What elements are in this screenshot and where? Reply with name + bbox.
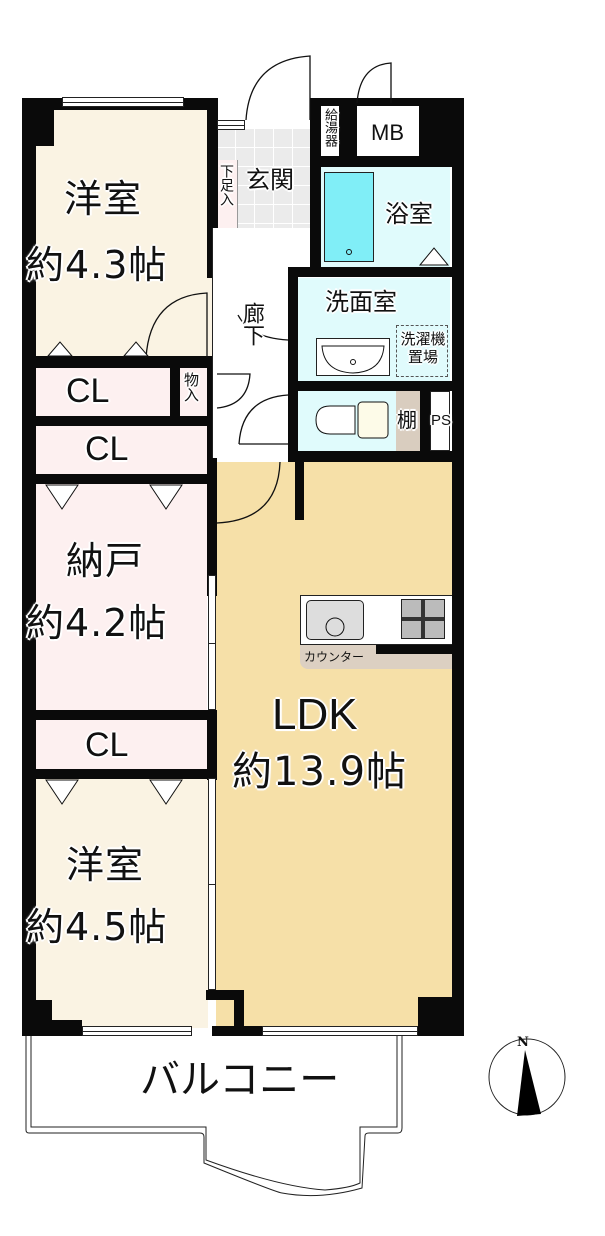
wall-ldk-stub [295, 462, 304, 520]
wall-right-room1 [207, 98, 218, 278]
wall-right-outer [452, 98, 464, 1036]
wall-top-right [310, 98, 464, 106]
washing-machine-label: 洗濯機置場 [400, 330, 446, 366]
storage-room [32, 484, 207, 710]
closet-3 [32, 720, 207, 770]
wall-closet3-bottom [22, 769, 217, 779]
wall-closet1-bottom [22, 416, 217, 426]
wall-closet2-bottom [22, 474, 217, 484]
room-name-western-1: 洋室 [64, 177, 143, 221]
wall-above-bath [310, 156, 464, 167]
shoe-box-label: 下足入 [218, 164, 234, 206]
room-name-storage-room: 納戸 [66, 539, 145, 583]
window-ldk-left [208, 575, 216, 710]
wall-right-closet3 [207, 710, 217, 780]
shelf-label: 棚 [397, 408, 417, 432]
compass-icon [488, 1038, 566, 1116]
western-room-2 [28, 778, 208, 1028]
ldk-bottom-strip [240, 990, 435, 1032]
storage-closet [180, 368, 207, 416]
window-room2-bottom [82, 1026, 192, 1036]
shelf [396, 391, 420, 451]
water-heater-label: 給湯器 [322, 108, 337, 147]
wall-bottom-middle [212, 1026, 262, 1036]
counter-label: カウンター [304, 650, 365, 664]
room-size-ldk: 約13.9帖 [232, 749, 408, 795]
western-room-1 [36, 110, 212, 360]
wall-room2-step2 [234, 990, 244, 1036]
window-entrance [217, 120, 245, 130]
washroom-label: 洗面室 [325, 288, 397, 316]
closet-2 [32, 425, 207, 475]
wall-room1-bottom [22, 356, 217, 368]
window-room2-right [208, 778, 216, 990]
pipe-space [430, 391, 450, 451]
room-name-ldk: LDK [272, 690, 358, 739]
wall-bottom-left2 [22, 1020, 82, 1036]
wall-wh-left [310, 98, 321, 268]
wall-storage-bottom [22, 710, 217, 720]
balcony-label: バルコニー [140, 1057, 340, 1103]
shoe-box [216, 160, 238, 228]
water-heater [321, 103, 339, 156]
bathroom-label: 浴室 [385, 200, 433, 228]
room-size-storage-room: 約4.2帖 [26, 601, 168, 645]
entrance-label: 玄関 [246, 166, 294, 194]
wall-bath-bottom [288, 267, 464, 277]
window-ldk-bottom [262, 1026, 418, 1036]
meter-box [357, 106, 419, 156]
wall-top-right-corner [419, 98, 464, 158]
counter-wall [376, 645, 458, 654]
stove [401, 599, 445, 639]
bathtub [324, 172, 374, 262]
pipe-space-label: PS [431, 412, 452, 429]
compass-north-label: N [517, 1035, 529, 1050]
closet-1-label: CL [66, 372, 110, 410]
wall-washroom-left [288, 267, 298, 462]
wall-wh-mb [339, 98, 357, 158]
meter-box-label: MB [371, 120, 404, 145]
room-name-western-2: 洋室 [66, 843, 145, 887]
wall-washroom-bottom [288, 381, 464, 391]
washing-machine-space [396, 325, 448, 377]
storage-label: 物入 [182, 372, 200, 402]
closet-2-label: CL [85, 430, 129, 468]
wall-room2-step [206, 990, 242, 1000]
wall-shelf-ps [420, 391, 430, 453]
wall-toilet-bottom [288, 451, 464, 462]
closet-3-label: CL [85, 726, 129, 764]
room-size-western-1: 約4.3帖 [26, 243, 168, 287]
closet-1 [32, 368, 170, 416]
ldk [216, 462, 452, 1032]
room-size-western-2: 約4.5帖 [26, 905, 168, 949]
wall-right-closets [207, 356, 217, 596]
hallway [216, 228, 288, 458]
wall-left-outer [22, 98, 36, 1036]
window-room1-top [62, 97, 184, 107]
wall-closet-divider [170, 368, 180, 416]
wall-hall-left [212, 228, 219, 458]
hallway-label: 廊下 [239, 302, 264, 346]
